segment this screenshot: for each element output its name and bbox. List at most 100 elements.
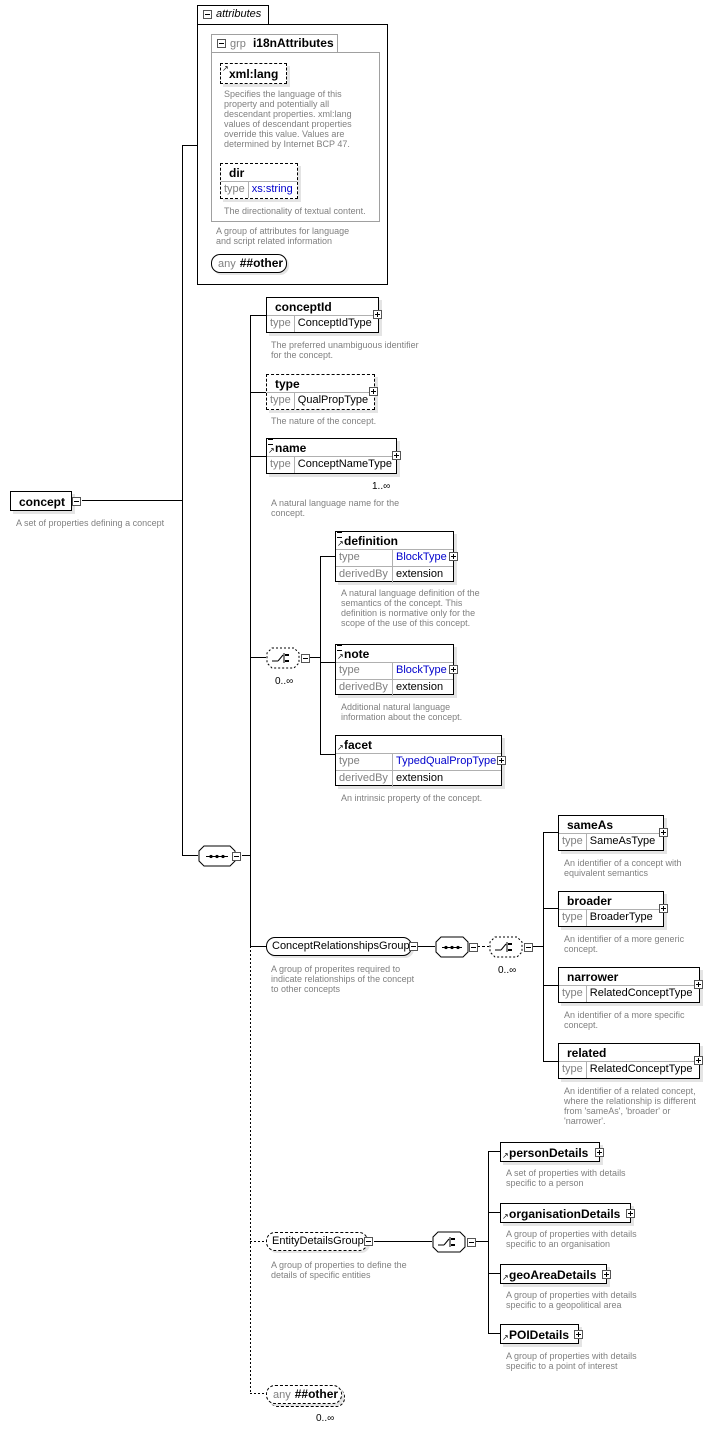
documentation-icon <box>337 645 342 651</box>
type-value[interactable]: xs:string <box>251 183 293 195</box>
element-name: personDetails <box>509 1146 589 1160</box>
expand-icon[interactable] <box>574 1330 583 1339</box>
expand-icon[interactable] <box>626 1209 635 1218</box>
element-name: note <box>344 647 370 661</box>
organisationDetails-description: A group of properties with details speci… <box>506 1229 637 1249</box>
element-name: POIDetails <box>509 1328 570 1342</box>
name-description: A natural language name for the concept. <box>271 498 400 518</box>
type-value: QualPropType <box>297 394 369 406</box>
personDetails-description: A set of properties with details specifi… <box>506 1168 626 1188</box>
type-key: type <box>267 316 295 332</box>
any-other-attribute[interactable]: any##other <box>211 254 287 273</box>
element-name: type <box>275 377 300 391</box>
sequence-compositor-icon[interactable] <box>198 845 242 867</box>
reference-arrow-icon: ↗ <box>502 1333 509 1342</box>
reference-arrow-icon: ↗ <box>222 64 229 73</box>
choice-compositor-icon[interactable] <box>266 647 312 669</box>
expand-icon[interactable] <box>694 980 703 989</box>
reference-arrow-icon: ↗ <box>337 652 344 661</box>
type-value: BroaderType <box>589 911 653 923</box>
element-name: broader <box>567 894 612 908</box>
expand-icon[interactable] <box>602 1270 611 1279</box>
dir-description: The directionality of textual content. <box>224 206 366 216</box>
element-wildcard-any[interactable]: any##other <box>266 1385 342 1404</box>
element-geoAreaDetails[interactable]: ↗ geoAreaDetails <box>500 1264 611 1284</box>
sequence-compositor-icon[interactable] <box>435 936 479 958</box>
type-key: type <box>559 910 587 926</box>
any-cardinality: 0..∞ <box>316 1413 335 1424</box>
collapse-icon[interactable] <box>409 942 418 951</box>
expand-icon[interactable] <box>369 387 378 396</box>
any-name: ##other <box>239 256 284 270</box>
collapse-icon[interactable] <box>364 1237 373 1246</box>
expand-icon[interactable] <box>392 451 401 460</box>
reference-arrow-icon: ↗ <box>502 1151 509 1160</box>
derived-key: derivedBy <box>336 680 393 696</box>
expand-icon[interactable] <box>497 756 506 765</box>
expand-icon[interactable] <box>694 1056 703 1065</box>
geoAreaDetails-description: A group of properties with details speci… <box>506 1290 637 1310</box>
group-name: i18nAttributes <box>252 36 334 50</box>
facet-description: An intrinsic property of the concept. <box>341 793 483 803</box>
expand-icon[interactable] <box>449 552 458 561</box>
type-key: type <box>267 393 295 409</box>
element-name: organisationDetails <box>509 1207 621 1221</box>
expand-icon[interactable] <box>659 904 668 913</box>
expand-icon[interactable] <box>449 665 458 674</box>
any-prefix: any <box>273 1389 291 1401</box>
type-key: type <box>559 986 587 1002</box>
expand-icon[interactable] <box>595 1148 604 1157</box>
type-value: ConceptIdType <box>297 317 372 329</box>
type-value[interactable]: BlockType <box>396 551 447 563</box>
group-prefix: grp <box>230 38 246 50</box>
type-key: type <box>221 182 249 198</box>
type-key: type <box>336 550 393 566</box>
element-organisationDetails[interactable]: ↗ organisationDetails <box>500 1203 635 1223</box>
derived-key: derivedBy <box>336 567 393 583</box>
attr-name: xml:lang <box>229 67 279 81</box>
concept-element[interactable]: concept <box>10 491 81 511</box>
element-name: concept <box>19 495 66 509</box>
expand-icon[interactable] <box>373 310 382 319</box>
type-key: type <box>267 457 295 473</box>
broader-description: An identifier of a more generic concept. <box>564 934 685 954</box>
type-key: type <box>559 1062 587 1078</box>
edg-description: A group of properties to define the deta… <box>271 1260 407 1280</box>
related-description: An identifier of a related concept, wher… <box>564 1086 696 1126</box>
reference-arrow-icon: ↗ <box>268 446 275 455</box>
attr-name: dir <box>229 166 245 180</box>
type-value[interactable]: TypedQualPropType <box>396 755 497 767</box>
documentation-icon <box>268 439 273 445</box>
collapse-icon[interactable] <box>72 497 81 506</box>
choice-compositor-icon[interactable] <box>489 936 535 958</box>
element-name: name <box>275 441 307 455</box>
group-tab[interactable]: grp i18nAttributes <box>211 34 338 53</box>
element-POIDetails[interactable]: ↗ POIDetails <box>500 1324 583 1344</box>
choice-compositor-icon[interactable] <box>432 1231 478 1253</box>
sameAs-description: An identifier of a concept with equivale… <box>564 858 682 878</box>
attr-xml-lang[interactable]: ↗ xml:lang <box>220 63 287 84</box>
any-prefix: any <box>218 258 236 270</box>
group-entity-details[interactable]: EntityDetailsGroup <box>266 1232 368 1251</box>
element-personDetails[interactable]: ↗ personDetails <box>500 1142 604 1162</box>
type-key: type <box>336 754 393 770</box>
collapse-icon[interactable] <box>203 10 212 19</box>
attributes-tab[interactable]: attributes <box>197 5 269 25</box>
group-concept-relationships[interactable]: ConceptRelationshipsGroup <box>266 937 412 956</box>
collapse-icon[interactable] <box>217 39 226 48</box>
reference-arrow-icon: ↗ <box>337 743 344 752</box>
expand-icon[interactable] <box>659 828 668 837</box>
type-value[interactable]: BlockType <box>396 664 447 676</box>
